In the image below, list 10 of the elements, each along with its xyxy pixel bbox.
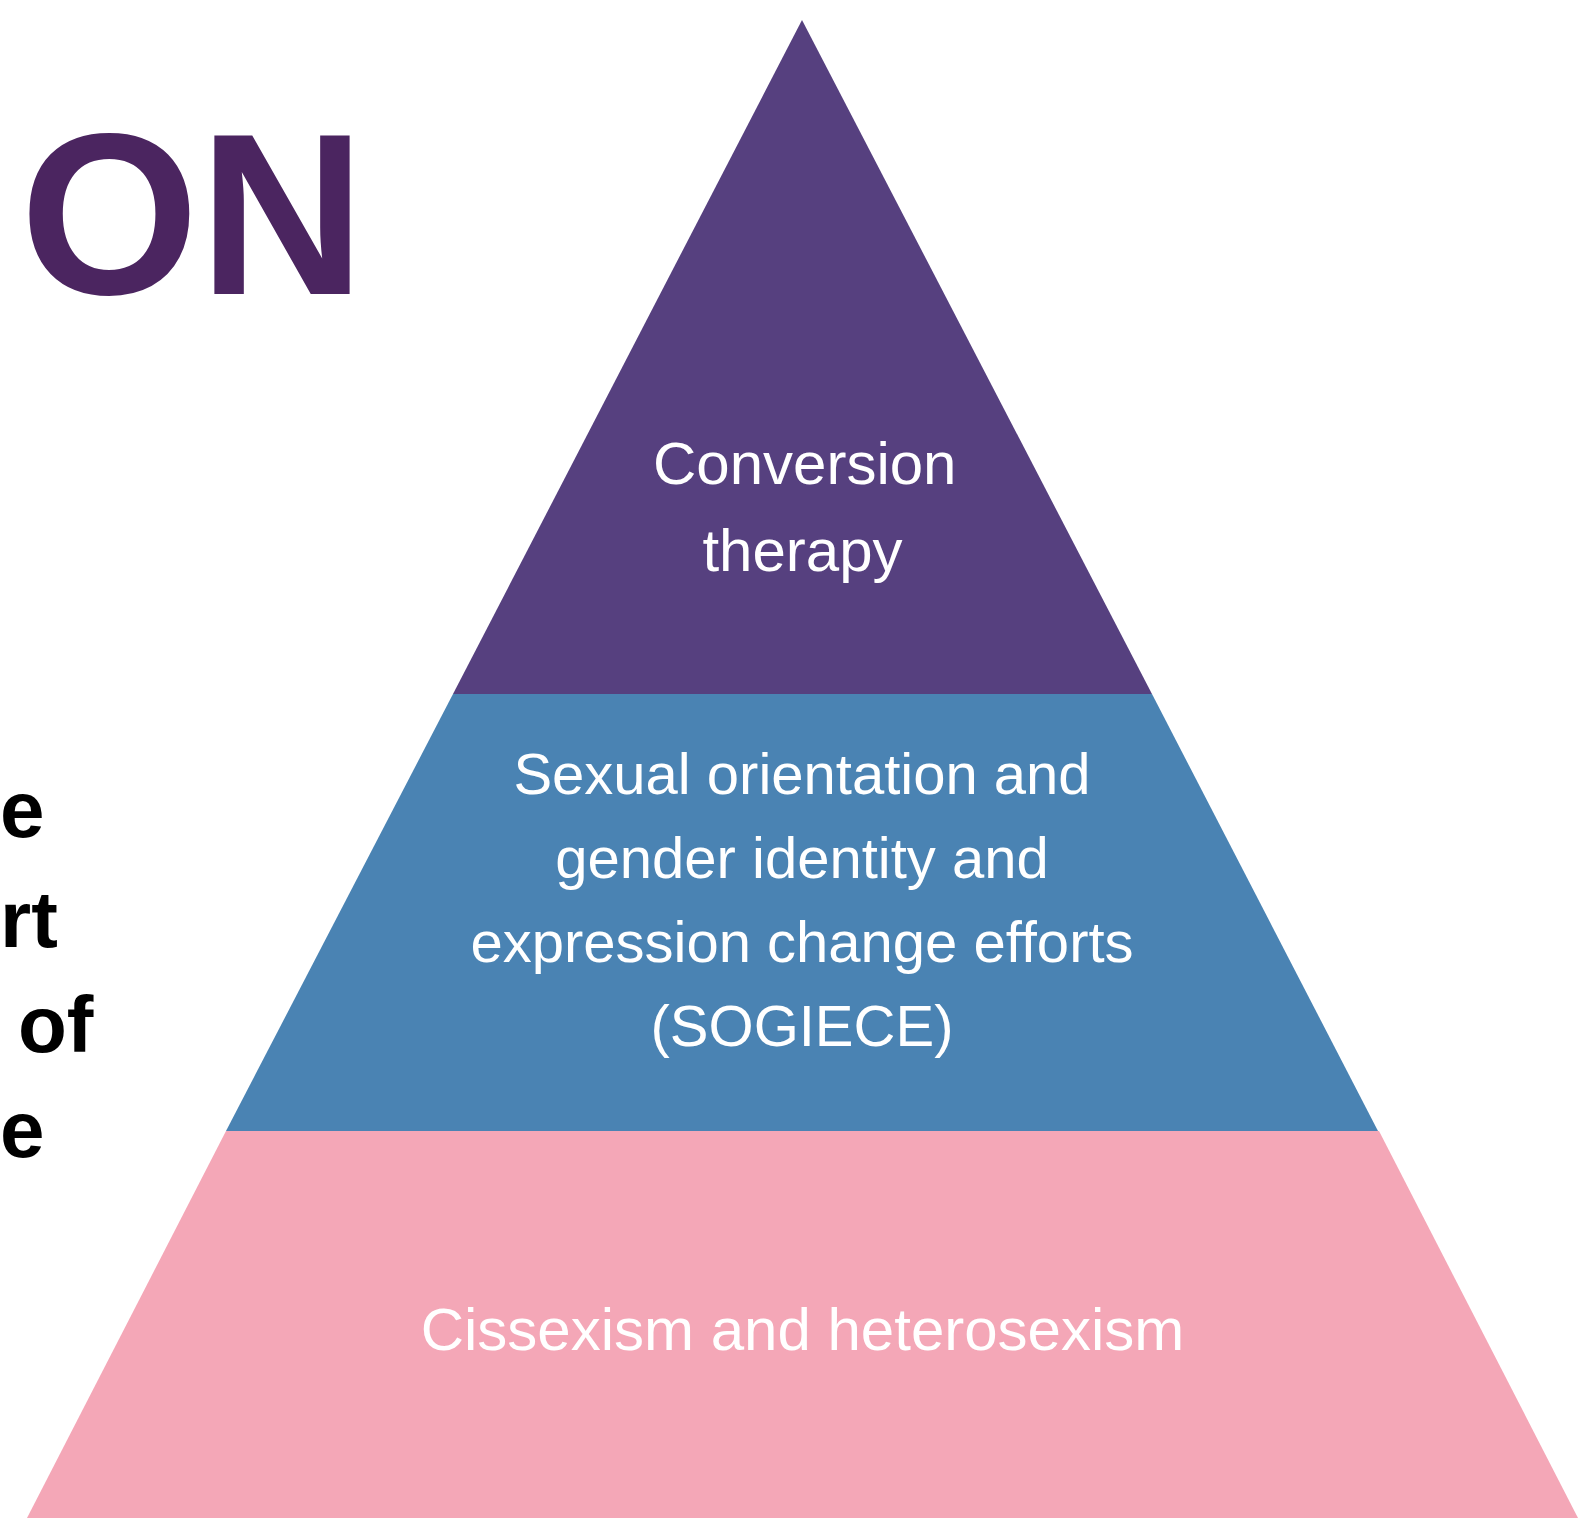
text-fragment: rt bbox=[0, 880, 58, 960]
tier-label: Cissexism and heterosexism bbox=[419, 1295, 1186, 1365]
text-fragment: e bbox=[0, 770, 45, 850]
pyramid-tier bbox=[226, 694, 1378, 1131]
text-fragment: e bbox=[0, 1090, 45, 1170]
tier-label: Conversion therapy bbox=[652, 429, 958, 586]
text-fragment: of bbox=[18, 985, 94, 1065]
pyramid-tier bbox=[453, 20, 1152, 694]
tier-label: Sexual orientation and gender identity and expression change efforts (SOGIECE) bbox=[469, 740, 1135, 1061]
heading-fragment: ON bbox=[20, 100, 365, 330]
